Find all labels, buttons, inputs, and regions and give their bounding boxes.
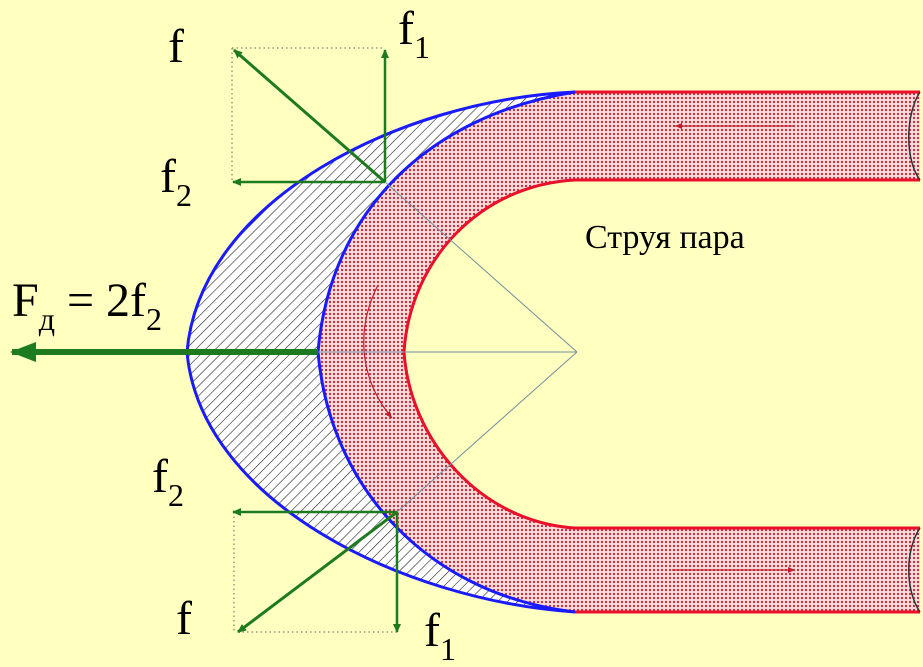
radius-line-bottom (396, 351, 578, 513)
steam-jet (318, 92, 920, 612)
force-f-top-arrow (233, 48, 386, 184)
caption-steam-jet: Струя пара (585, 219, 745, 256)
flow-arrow-curve (363, 284, 393, 419)
label-fd: Fд = 2f2 (12, 274, 162, 337)
turbine-blade (185, 90, 576, 614)
steam-jet-end-cap-top (908, 91, 921, 181)
label-f-top: f (168, 20, 184, 73)
force-f-bottom-arrow (237, 510, 398, 634)
label-f-bottom: f (176, 592, 192, 645)
label-f1-bottom: f1 (424, 604, 456, 667)
label-f2-top: f2 (160, 150, 192, 213)
label-f2-bottom: f2 (152, 450, 184, 513)
radius-line-top (384, 181, 578, 353)
label-f1-top: f1 (398, 2, 430, 65)
steam-jet-end-cap-bottom (908, 527, 921, 613)
